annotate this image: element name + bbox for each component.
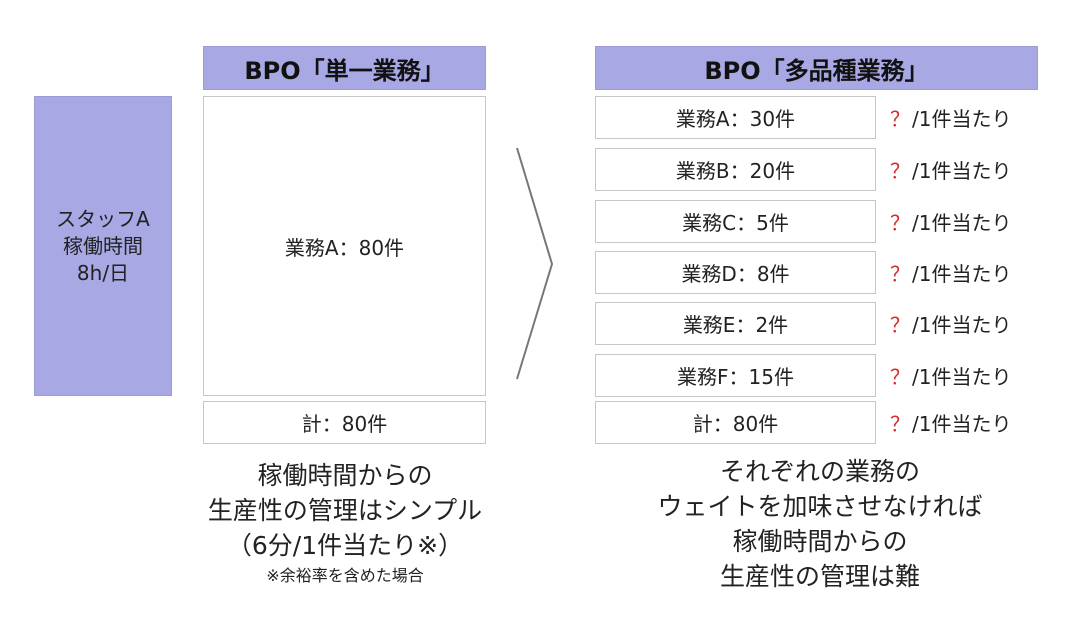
single-task-note: ※余裕率を含めた場合: [266, 566, 424, 585]
multi-task-rate-e: ？ /1件当たり: [890, 302, 1060, 345]
multi-task-total: 計：80件: [595, 401, 876, 444]
unknown-rate-mark: ？: [890, 211, 910, 235]
multi-task-item-e: 業務E：2件: [595, 302, 876, 345]
staff-a-box: スタッフA 稼働時間 8h/日: [34, 96, 172, 396]
unknown-rate-mark: ？: [890, 262, 910, 286]
staff-work-hours-value: 8h/日: [76, 260, 130, 285]
single-caption-line-1: 稼働時間からの: [257, 461, 433, 490]
unknown-rate-mark: ？: [890, 159, 910, 183]
multi-task-rate-b: ？ /1件当たり: [890, 148, 1060, 191]
multi-caption-line-4: 生産性の管理は難: [719, 562, 920, 591]
multi-task-caption: それぞれの業務の ウェイトを加味させなければ 稼働時間からの 生産性の管理は難: [600, 454, 1040, 594]
multi-task-item-c: 業務C：5件: [595, 200, 876, 243]
multi-task-item-a: 業務A：30件: [595, 96, 876, 139]
unknown-rate-mark: ？: [890, 412, 910, 436]
per-item-label: /1件当たり: [912, 159, 1012, 183]
multi-task-header: BPO「多品種業務」: [595, 46, 1038, 90]
multi-task-rate-a: ？ /1件当たり: [890, 96, 1060, 139]
per-item-label: /1件当たり: [912, 313, 1012, 337]
unknown-rate-mark: ？: [890, 313, 910, 337]
multi-task-item-f: 業務F：15件: [595, 354, 876, 397]
multi-task-item-b: 業務B：20件: [595, 148, 876, 191]
single-caption-line-2: 生産性の管理はシンプル: [207, 496, 483, 525]
single-task-header: BPO「単一業務」: [203, 46, 486, 90]
multi-task-total-rate: ？ /1件当たり: [890, 401, 1060, 444]
single-task-total: 計：80件: [203, 401, 486, 444]
multi-caption-line-1: それぞれの業務の: [719, 457, 920, 486]
per-item-label: /1件当たり: [912, 412, 1012, 436]
single-task-box: 業務A：80件: [203, 96, 486, 396]
single-task-caption: 稼働時間からの 生産性の管理はシンプル （6分/1件当たり※）: [180, 458, 510, 563]
per-item-label: /1件当たり: [912, 365, 1012, 389]
per-item-label: /1件当たり: [912, 262, 1012, 286]
staff-name: スタッフA: [56, 206, 150, 231]
transition-arrow-icon: [516, 147, 554, 380]
multi-task-rate-d: ？ /1件当たり: [890, 251, 1060, 294]
multi-task-rate-c: ？ /1件当たり: [890, 200, 1060, 243]
staff-work-hours-label: 稼働時間: [63, 233, 143, 258]
multi-caption-line-2: ウェイトを加味させなければ: [657, 492, 983, 521]
unknown-rate-mark: ？: [890, 365, 910, 389]
per-item-label: /1件当たり: [912, 211, 1012, 235]
multi-task-item-d: 業務D：8件: [595, 251, 876, 294]
multi-task-rate-f: ？ /1件当たり: [890, 354, 1060, 397]
single-caption-line-3: （6分/1件当たり※）: [226, 531, 464, 560]
unknown-rate-mark: ？: [890, 107, 910, 131]
multi-caption-line-3: 稼働時間からの: [732, 527, 908, 556]
per-item-label: /1件当たり: [912, 107, 1012, 131]
